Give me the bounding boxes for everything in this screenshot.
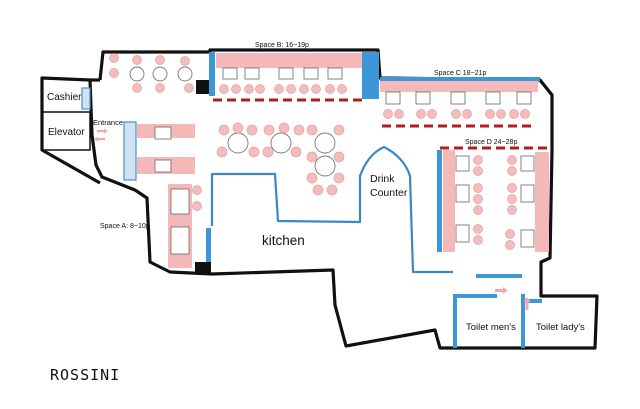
elevator-box [41, 111, 91, 151]
kitchen-label: kitchen [262, 233, 305, 248]
cashier-label: Cashier [47, 92, 82, 103]
space-b-label: Space B: 16~19p [255, 42, 309, 49]
hall-top-chairs [109, 53, 194, 93]
space-b-partition [362, 52, 379, 99]
space-d-tables [455, 155, 535, 248]
brand-name: ROSSINI [50, 366, 120, 384]
space-a-label: Space A: 8~10p [100, 223, 150, 230]
hall-center-tables [227, 132, 336, 177]
space-a-table [170, 188, 190, 215]
column [195, 262, 211, 274]
toilet-partition [453, 294, 457, 348]
corridor-partition [476, 274, 522, 278]
entrance-label: Entrance [93, 118, 123, 127]
cashier-counter [81, 87, 91, 110]
kitchen-partition [210, 172, 362, 226]
space-b-bench [216, 53, 362, 68]
entrance-arrows [94, 128, 108, 142]
space-b-chairs [219, 84, 347, 94]
space-d-partition [437, 150, 442, 252]
hall-top-tables [129, 66, 193, 82]
space-b-partition [209, 52, 215, 96]
space-d-label: Space D 24~28p [465, 139, 517, 146]
toilet-partition [525, 299, 542, 303]
space-a-table [170, 226, 190, 255]
entrance-booth-partition [123, 121, 137, 181]
toilet-lady-label: Toilet lady's [536, 322, 585, 333]
space-d-bench [535, 152, 549, 252]
space-c-label: Space C 18~21p [434, 70, 486, 77]
drink-counter-label: Drink [370, 173, 395, 185]
space-a-partition [206, 228, 211, 262]
space-d-bench [443, 150, 455, 252]
toilet-partition [521, 294, 525, 348]
drink-counter-partition [358, 145, 453, 274]
space-d-chairs [473, 155, 517, 250]
space-c-bench [380, 78, 538, 92]
space-c-chairs [383, 109, 530, 119]
hall-center-chairs [216, 122, 345, 196]
space-c-tables [385, 91, 532, 105]
space-a-chairs [192, 185, 202, 211]
elevator-label: Elevator [48, 127, 85, 138]
drink-counter-label: Counter [370, 187, 408, 199]
space-b-tables [222, 67, 343, 80]
space-c-partition [380, 77, 540, 81]
booth-tables [154, 126, 172, 173]
toilet-arrows [495, 287, 531, 310]
toilet-partition [453, 294, 497, 298]
column [196, 80, 209, 94]
toilet-men-label: Toilet men's [466, 322, 516, 333]
